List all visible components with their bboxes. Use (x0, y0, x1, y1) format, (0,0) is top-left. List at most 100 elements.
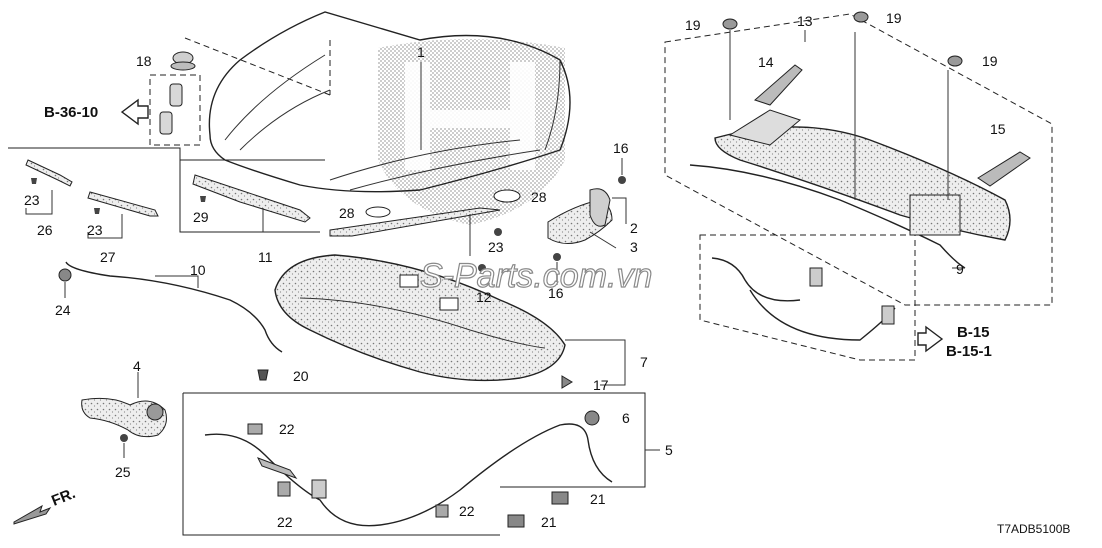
ref-b36-label: B-36-10 (44, 104, 98, 121)
part-19-clip (853, 11, 869, 23)
hood-lock (81, 397, 167, 438)
callout-19-mid: 19 (886, 10, 902, 26)
insulator-clip (399, 274, 419, 288)
callout-26: 26 (37, 222, 53, 238)
clip-icon (494, 228, 502, 236)
callout-4: 4 (133, 358, 141, 374)
callout-22-bottom: 22 (277, 514, 293, 530)
clip-icon (200, 196, 206, 202)
drain-tube-box (699, 234, 916, 361)
callout-22-top: 22 (279, 421, 295, 437)
callout-29: 29 (193, 209, 209, 225)
hood-molding-27 (87, 191, 159, 217)
callout-25: 25 (115, 464, 131, 480)
callout-3: 3 (630, 239, 638, 255)
leader-line (565, 339, 626, 386)
part-21-clip (551, 491, 569, 505)
brand-logo-watermark (378, 39, 565, 225)
cable-guide (311, 479, 327, 499)
callout-23-b: 23 (87, 222, 103, 238)
callout-23-c: 23 (488, 239, 504, 255)
callout-12: 12 (476, 289, 492, 305)
part-20-clip (257, 369, 269, 381)
part-18-bumper (169, 83, 183, 107)
leader-line (612, 197, 627, 224)
callout-27: 27 (100, 249, 116, 265)
bolt-icon (618, 176, 626, 184)
part-22-clip (247, 423, 263, 435)
callout-16-upper: 16 (613, 140, 629, 156)
callout-22-right: 22 (459, 503, 475, 519)
callout-15: 15 (990, 121, 1006, 137)
callout-24: 24 (55, 302, 71, 318)
leader-line (87, 214, 123, 239)
part-17-cushion (561, 375, 573, 389)
callout-28-right: 28 (531, 189, 547, 205)
watermark-text: S-Parts.com.vn (420, 257, 652, 295)
b15-arrow-icon (917, 325, 944, 353)
callout-23-a: 23 (24, 192, 40, 208)
callout-1: 1 (417, 44, 425, 60)
part-19-clip (947, 55, 963, 67)
part-24-grommet (58, 268, 72, 282)
part-18-grommet (170, 61, 196, 71)
callout-28-left: 28 (339, 205, 355, 221)
part-6-grommet (584, 410, 600, 426)
group-box (8, 147, 320, 233)
callout-7: 7 (640, 354, 648, 370)
part-28-pad (365, 206, 391, 218)
part-18-bumper (159, 111, 173, 135)
leader-line (25, 190, 53, 215)
part-22-clip (277, 481, 291, 497)
cable-sleeve (256, 457, 298, 480)
callout-20: 20 (293, 368, 309, 384)
drain-tube (711, 257, 896, 341)
cowl-bracket (909, 194, 961, 236)
callout-19-left: 19 (685, 17, 701, 33)
cable-box (183, 392, 646, 488)
part-15 (977, 151, 1031, 187)
callout-11: 11 (258, 249, 273, 265)
callout-6: 6 (622, 410, 630, 426)
hood-molding-26 (25, 159, 73, 187)
hood-release-cable (204, 423, 613, 527)
callout-17: 17 (593, 377, 609, 393)
callout-19-right: 19 (982, 53, 998, 69)
callout-13: 13 (797, 13, 813, 29)
clip-icon (478, 264, 486, 272)
ref-b151-label: B-15-1 (946, 343, 992, 360)
clip-icon (31, 178, 37, 184)
hood-hinge-bracket (589, 188, 611, 227)
cowl-seal-9 (689, 164, 966, 269)
part-14 (754, 64, 803, 106)
callout-21-lower: 21 (541, 514, 557, 530)
part-18-box (149, 74, 201, 146)
leader-line (155, 275, 199, 288)
callout-18: 18 (136, 53, 152, 69)
diagram-code: T7ADB5100B (997, 522, 1070, 536)
drain-tube-fitting (881, 305, 895, 325)
callout-14: 14 (758, 54, 774, 70)
cowl-seal-14 (728, 109, 802, 146)
hood-seal-strip (329, 207, 501, 237)
bolt-icon (120, 434, 128, 442)
cable-box (182, 393, 500, 536)
callout-9: 9 (956, 261, 964, 277)
part-21-clip (507, 514, 525, 528)
part-19-clip (722, 18, 738, 30)
callout-5: 5 (665, 442, 673, 458)
hood-support-rod (65, 261, 283, 353)
front-label: FR. (49, 485, 78, 510)
part-22-clip (435, 504, 449, 518)
bolt-icon (553, 253, 561, 261)
part-28-pad (493, 189, 521, 203)
callout-16-lower: 16 (548, 285, 564, 301)
hood-panel (208, 11, 571, 193)
leader-line (589, 231, 617, 249)
b36-arrow-icon (120, 98, 149, 126)
callout-21-upper: 21 (590, 491, 606, 507)
front-arrow-icon (13, 504, 52, 525)
clip-icon (94, 208, 100, 214)
drain-tube-fitting (809, 267, 823, 287)
